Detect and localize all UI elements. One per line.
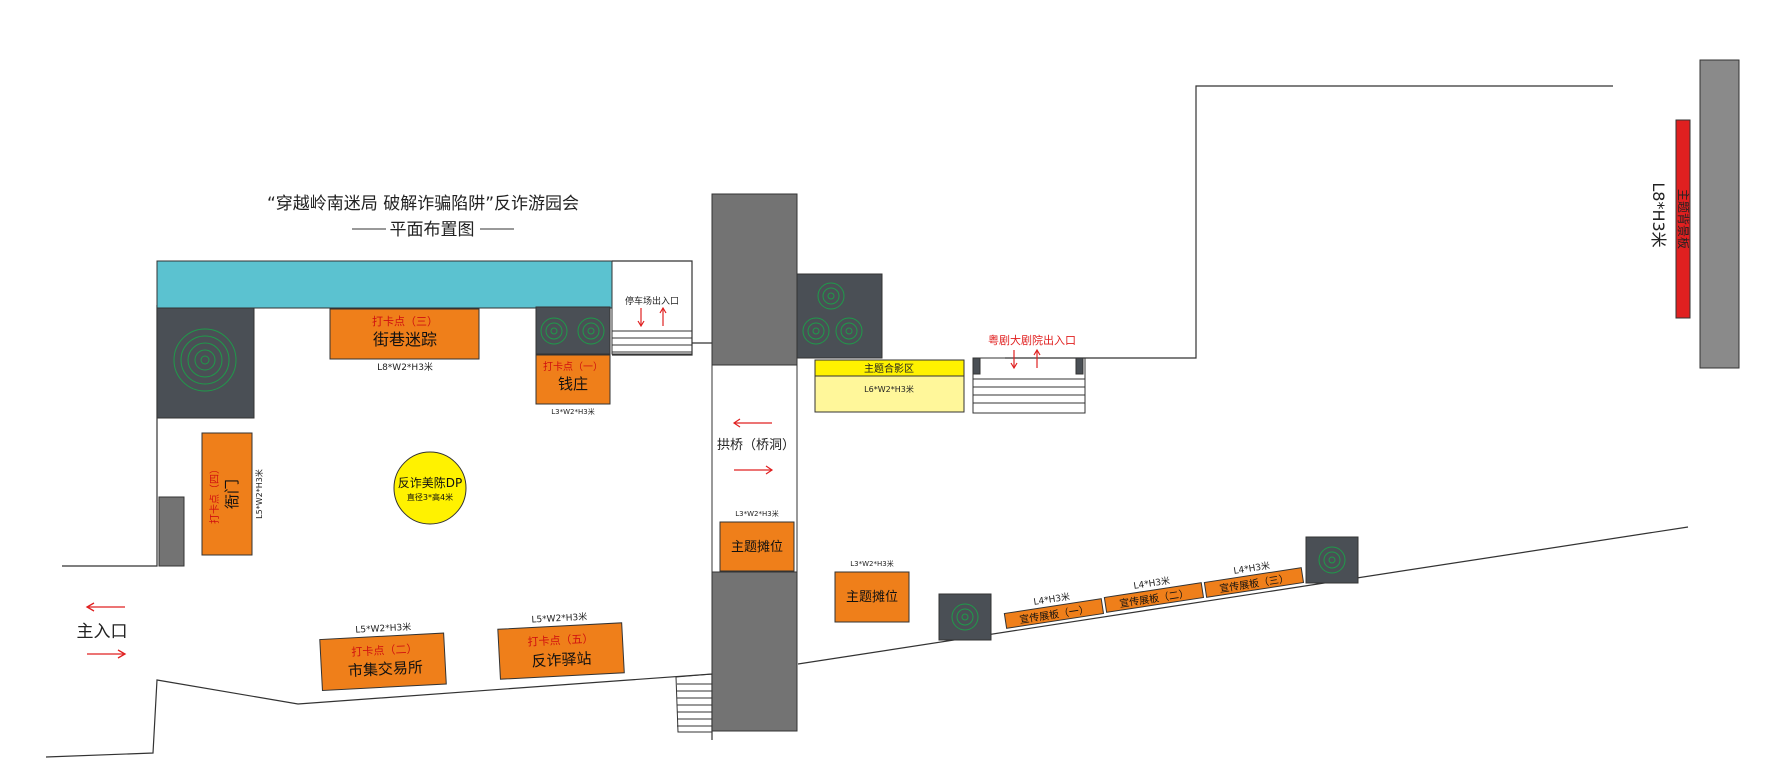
checkpoint-5-size: L5*W2*H3米 — [531, 611, 587, 626]
opera-exit-label: 粤剧大剧院出入口 — [988, 333, 1076, 347]
checkpoint-3-tag: 打卡点（三） — [372, 314, 438, 328]
checkpoint-5-name: 反诈驿站 — [531, 649, 592, 670]
dark-block-qianzhuang-top — [535, 306, 611, 355]
board-3-box[interactable] — [1203, 567, 1305, 598]
checkpoint-2-name: 市集交易所 — [347, 658, 423, 680]
south-stairs — [675, 673, 713, 733]
arrowhead-right-icon — [765, 465, 774, 475]
checkpoint-3-size: L8*W2*H3米 — [377, 361, 433, 373]
backdrop-wall — [1699, 59, 1740, 369]
checkpoint-4-name: 衙门 — [223, 479, 241, 509]
stall-2-size: L3*W2*H3米 — [850, 559, 893, 568]
arch-bridge-label: 拱桥（桥洞） — [717, 438, 795, 453]
backdrop-title: 主题背景板 — [1676, 189, 1690, 249]
checkpoint-4-tag: 打卡点（四） — [208, 464, 221, 524]
checkpoint-5-box[interactable] — [497, 622, 625, 680]
stall-1-box[interactable] — [719, 521, 795, 572]
checkpoint-2-box[interactable] — [319, 632, 447, 691]
dp-installation[interactable] — [393, 451, 467, 525]
parking-exit-label: 停车场出入口 — [625, 295, 679, 307]
checkpoint-5-tag: 打卡点（五） — [527, 631, 594, 648]
plan-subtitle: 平面布置图 — [390, 220, 475, 240]
dark-block-boards-right — [1305, 536, 1359, 584]
checkpoint-2-size: L5*W2*H3米 — [355, 621, 411, 636]
board-1-box[interactable] — [1003, 598, 1105, 629]
dark-block-bridge-east — [796, 273, 883, 359]
parking-stairs — [611, 260, 693, 355]
dark-block-nw — [156, 307, 255, 419]
teal-band — [156, 260, 613, 309]
checkpoint-2-tag: 打卡点（二） — [351, 641, 418, 658]
bridge-pillar-north — [711, 193, 798, 366]
spiral-icon — [540, 317, 605, 345]
arrowhead-down-icon — [637, 320, 645, 328]
photo-zone-size: L6*W2*H3米 — [864, 384, 914, 394]
arrowhead-right-icon — [117, 649, 127, 659]
spiral-icon — [802, 282, 863, 345]
backdrop-size: L8*H3米 — [1649, 182, 1668, 247]
backdrop-board — [1675, 119, 1691, 319]
checkpoint-3-box[interactable] — [329, 308, 480, 360]
arrowhead-up-icon — [659, 306, 667, 314]
arrowhead-left-icon — [732, 418, 741, 428]
stall-1-name: 主题摊位 — [731, 540, 783, 555]
checkpoint-3-name: 街巷迷踪 — [373, 330, 437, 349]
arrowhead-down-icon — [1010, 362, 1018, 370]
arrowhead-left-icon — [85, 602, 95, 612]
checkpoint-1-size: L3*W2*H3米 — [551, 407, 594, 416]
bridge-pillar-south — [711, 571, 798, 732]
dp-name: 反诈美陈DP — [398, 475, 462, 490]
stall-2-box[interactable] — [834, 571, 910, 623]
spiral-icon — [173, 328, 237, 392]
opera-stairs — [972, 357, 1086, 414]
plan-title: “穿越岭南迷局 破解诈骗陷阱”反诈游园会 — [267, 194, 579, 214]
photo-zone-title: 主题合影区 — [864, 362, 914, 375]
dark-block-boards-left — [938, 593, 992, 641]
arrowhead-up-icon — [1033, 348, 1041, 356]
stall-2-name: 主题摊位 — [846, 590, 898, 605]
checkpoint-1-name: 钱庄 — [558, 375, 588, 393]
left-gate-pillar — [158, 496, 185, 567]
board-2-box[interactable] — [1103, 582, 1205, 613]
site-boundary — [45, 85, 1689, 758]
photo-zone-area[interactable] — [814, 375, 965, 413]
spiral-icon — [1318, 546, 1346, 574]
spiral-icon — [951, 603, 979, 631]
stall-1-size: L3*W2*H3米 — [735, 509, 778, 518]
checkpoint-4-box[interactable] — [201, 432, 253, 556]
checkpoint-4-size: L5*W2*H3米 — [254, 469, 264, 519]
main-entrance-label: 主入口 — [77, 622, 128, 642]
checkpoint-1-tag: 打卡点（一） — [543, 360, 603, 373]
checkpoint-1-box[interactable] — [535, 354, 611, 405]
dp-size: 直径3*高4米 — [407, 492, 453, 502]
